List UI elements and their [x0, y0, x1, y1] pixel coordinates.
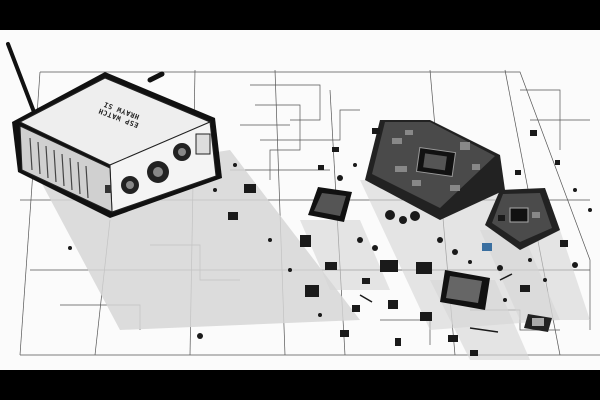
antenna-left [6, 42, 36, 114]
accent-chip [482, 243, 492, 251]
circuit-board-small [485, 188, 560, 250]
circuit-board-large [365, 120, 505, 220]
illustration-svg [6, 42, 600, 360]
chip-module [440, 270, 552, 332]
connector-ports [121, 133, 211, 194]
illustration-canvas: ESP WATCH HRAYW SI [0, 30, 600, 370]
radio-device [6, 42, 222, 218]
display-module [308, 187, 352, 222]
wire-pieces [359, 273, 513, 333]
vent-slots [29, 137, 89, 199]
antenna-right [147, 71, 165, 83]
scattered-components [68, 128, 592, 356]
